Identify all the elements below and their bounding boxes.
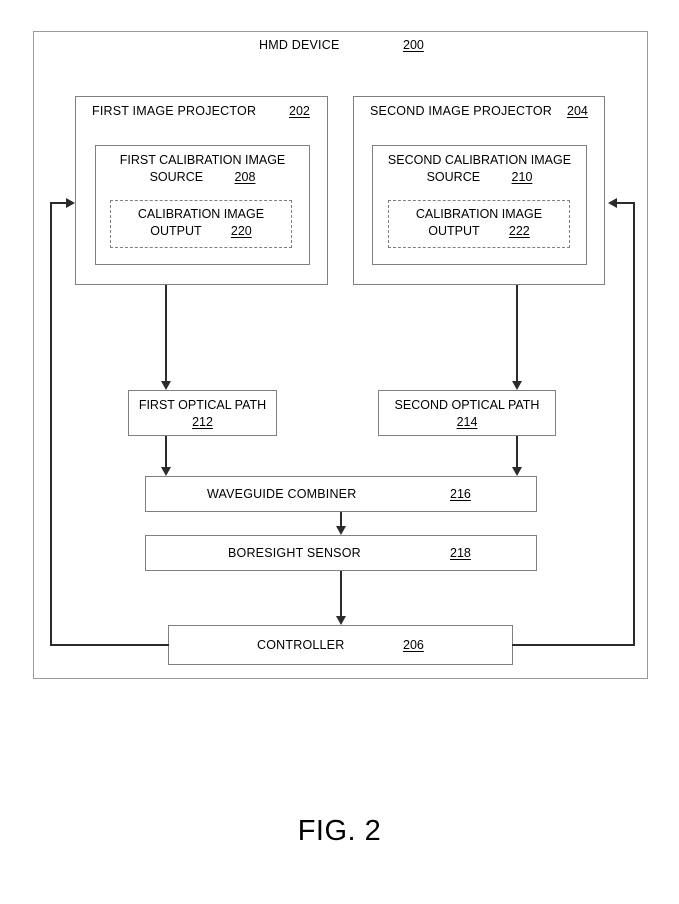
first-calibration-image-output-label: CALIBRATION IMAGE OUTPUT 220: [110, 206, 292, 240]
second-calibration-image-source-label: SECOND CALIBRATION IMAGE SOURCE 210: [372, 152, 587, 186]
hmd-device-ref: 200: [403, 38, 424, 52]
connector-controller-left-top: [50, 202, 68, 204]
first-calibration-image-source-box: [95, 145, 310, 265]
first-calibration-image-source-label: FIRST CALIBRATION IMAGE SOURCE 208: [95, 152, 310, 186]
first-optical-path-box: [128, 390, 277, 436]
connector-controller-left-vertical: [50, 202, 52, 646]
arrowhead-optical2-to-combiner: [512, 467, 522, 476]
connector-controller-right-vertical: [633, 202, 635, 646]
arrowhead-projector2-to-optical2: [512, 381, 522, 390]
second-optical-path-ref: 214: [456, 415, 478, 429]
arrowhead-controller-to-projector1: [66, 198, 75, 208]
connector-projector2-to-optical2: [516, 285, 518, 381]
connector-controller-right-bottom: [512, 644, 635, 646]
second-image-projector-box: [353, 96, 605, 285]
second-optical-path-box: [378, 390, 556, 436]
arrowhead-projector1-to-optical1: [161, 381, 171, 390]
connector-controller-left-bottom: [50, 644, 169, 646]
first-image-projector-box: [75, 96, 328, 285]
boresight-sensor-label: BORESIGHT SENSOR: [228, 546, 361, 560]
first-calibration-image-output-line1: CALIBRATION IMAGE: [137, 207, 265, 221]
second-calibration-image-output-ref: 222: [508, 224, 530, 238]
connector-optical1-to-combiner: [165, 436, 167, 467]
arrowhead-controller-to-projector2: [608, 198, 617, 208]
waveguide-combiner-label: WAVEGUIDE COMBINER: [207, 487, 357, 501]
waveguide-combiner-box: [145, 476, 537, 512]
connector-combiner-to-boresight: [340, 512, 342, 526]
second-calibration-image-output-line1: CALIBRATION IMAGE: [415, 207, 543, 221]
second-optical-path-text: SECOND OPTICAL PATH: [394, 398, 540, 412]
second-optical-path-label: SECOND OPTICAL PATH 214: [378, 397, 556, 431]
connector-controller-right-top: [617, 202, 635, 204]
boresight-sensor-box: [145, 535, 537, 571]
first-image-projector-ref: 202: [289, 104, 310, 118]
first-optical-path-text: FIRST OPTICAL PATH: [138, 398, 267, 412]
second-calibration-image-output-line2: OUTPUT: [428, 224, 480, 238]
first-calibration-image-output-box: [110, 200, 292, 248]
first-optical-path-ref: 212: [192, 415, 213, 429]
controller-label: CONTROLLER: [257, 638, 345, 652]
arrowhead-combiner-to-boresight: [336, 526, 346, 535]
arrowhead-optical1-to-combiner: [161, 467, 171, 476]
second-image-projector-ref: 204: [567, 104, 588, 118]
first-optical-path-label: FIRST OPTICAL PATH 212: [128, 397, 277, 431]
hmd-device-label: HMD DEVICE: [259, 38, 340, 52]
second-calibration-image-source-ref: 210: [511, 170, 533, 184]
connector-boresight-to-controller: [340, 571, 342, 616]
first-calibration-image-output-ref: 220: [230, 224, 252, 238]
controller-ref: 206: [403, 638, 424, 652]
first-image-projector-label: FIRST IMAGE PROJECTOR: [92, 104, 257, 118]
second-calibration-image-output-box: [388, 200, 570, 248]
second-image-projector-label: SECOND IMAGE PROJECTOR: [370, 104, 552, 118]
first-calibration-image-source-line1: FIRST CALIBRATION IMAGE: [119, 153, 286, 167]
figure-caption: FIG. 2: [297, 815, 382, 847]
arrowhead-boresight-to-controller: [336, 616, 346, 625]
waveguide-combiner-ref: 216: [450, 487, 471, 501]
connector-optical2-to-combiner: [516, 436, 518, 467]
second-calibration-image-output-label: CALIBRATION IMAGE OUTPUT 222: [388, 206, 570, 240]
second-calibration-image-source-line2: SOURCE: [426, 170, 481, 184]
hmd-device-frame: [33, 31, 648, 679]
boresight-sensor-ref: 218: [450, 546, 471, 560]
connector-projector1-to-optical1: [165, 285, 167, 381]
second-calibration-image-source-box: [372, 145, 587, 265]
second-calibration-image-source-line1: SECOND CALIBRATION IMAGE: [387, 153, 572, 167]
first-calibration-image-output-line2: OUTPUT: [150, 224, 202, 238]
first-calibration-image-source-line2: SOURCE: [149, 170, 204, 184]
first-calibration-image-source-ref: 208: [234, 170, 256, 184]
